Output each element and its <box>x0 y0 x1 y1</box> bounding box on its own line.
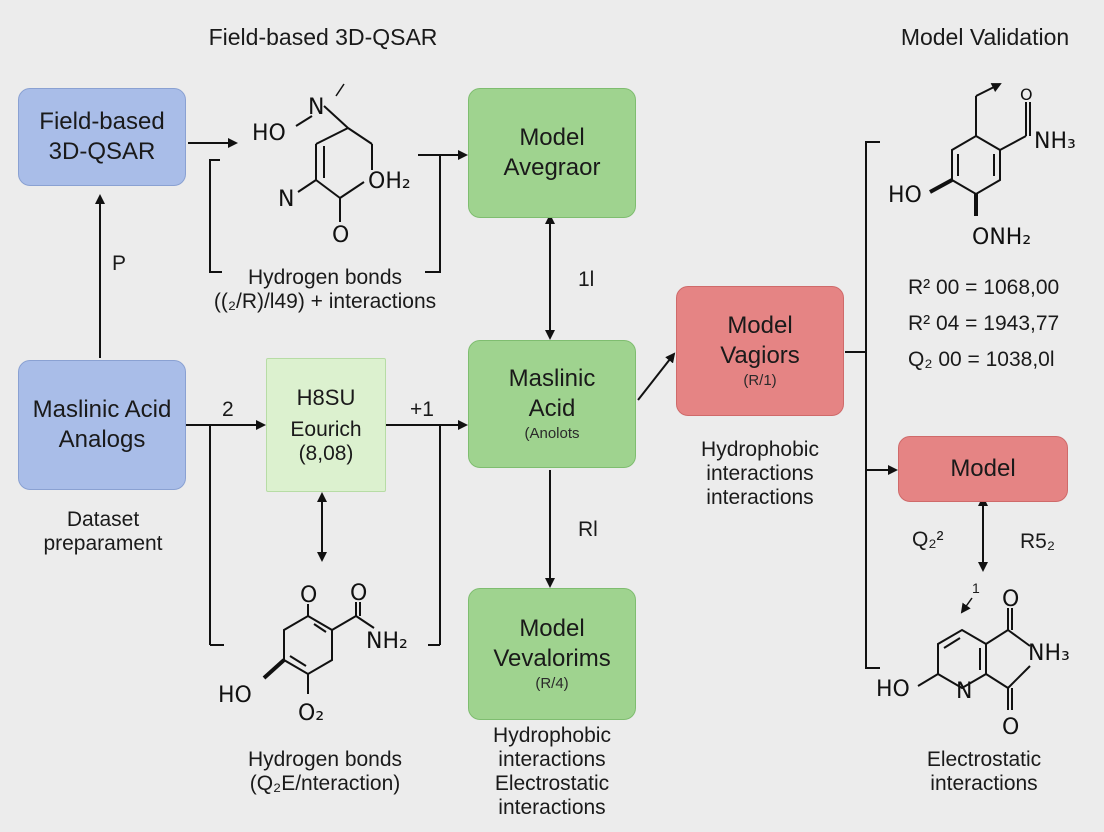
hbonds-bottom-line1: Hydrogen bonds <box>247 748 403 771</box>
vevalorims-line2: Vevalorims <box>493 645 611 672</box>
mol-bc-ho: HO <box>218 683 252 708</box>
hbonds-top-line1: Hydrogen bonds <box>247 266 403 289</box>
molecule-top-right: O NH₃ HO ONH₂ <box>888 83 1076 250</box>
field-based-box[interactable]: Field-based 3D-QSAR <box>18 88 186 186</box>
hydro-right-line3: interactions <box>706 486 814 509</box>
model-vevalorims-box[interactable]: Model Vevalorims (R/4) <box>468 588 636 720</box>
mol-bc-o-top: O <box>300 583 317 608</box>
h8su-box[interactable]: H8SU Eourich (8,08) <box>266 358 386 492</box>
mol-bc-o-right: O <box>350 582 367 606</box>
mol-tr-onh2: ONH₂ <box>972 225 1031 250</box>
hbonds-top-line2: ((₂/R)/l49) + interactions <box>213 290 437 313</box>
maslinic-center-sub: (Anolots <box>524 425 580 442</box>
model-avegraor-line2: Avegraor <box>503 154 601 181</box>
h8su-title: H8SU <box>296 385 356 410</box>
arrow-label-rl: Rl <box>578 518 598 541</box>
mol-tc-n-left: N <box>278 187 294 212</box>
header-right: Model Validation <box>900 24 1070 50</box>
mol-tr-nh3: NH₃ <box>1034 129 1076 154</box>
vevalorims-line1: Model <box>519 615 585 642</box>
stat-r2-04: R² 04 = 1943,77 <box>908 312 1060 335</box>
dataset-line2: preparament <box>43 532 163 555</box>
maslinic-acid-center-box[interactable]: Maslinic Acid (Anolots <box>468 340 636 468</box>
hydro-right-line1: Hydrophobic <box>701 438 819 461</box>
dataset-line1: Dataset <box>66 508 140 531</box>
maslinic-center-line1: Maslinic <box>508 365 596 392</box>
model-right-label: Model <box>950 455 1016 482</box>
mol-tr-ho: HO <box>888 183 922 208</box>
model-right-box[interactable]: Model <box>898 436 1068 502</box>
model-vagiors-box[interactable]: Model Vagiors (R/1) <box>676 286 844 416</box>
arrow-label-1l: 1l <box>578 268 595 291</box>
vagiors-line1: Model <box>727 312 793 339</box>
hbonds-bottom-line2: (Q₂E/nteraction) <box>249 772 401 795</box>
maslinic-analogs-box[interactable]: Maslinic Acid Analogs <box>18 360 186 490</box>
small-1-label: 1 <box>972 580 980 596</box>
maslinic-center-line2: Acid <box>528 395 576 422</box>
mol-tr-o: O <box>1020 85 1033 104</box>
molecule-bottom-right: O NH₃ HO N O <box>876 587 1070 740</box>
mol-bc-o2: O₂ <box>298 701 324 726</box>
stat-q2-00: Q₂ 00 = 1038,0l <box>908 348 1055 371</box>
field-based-line2: 3D-QSAR <box>48 138 156 165</box>
r52-label: R5₂ <box>1020 530 1055 553</box>
hydro-center-line4: interactions <box>498 796 606 819</box>
model-avegraor-line1: Model <box>519 124 585 151</box>
mol-br-nh3: NH₃ <box>1028 641 1070 666</box>
mol-tc-o: O <box>332 223 349 248</box>
hydro-center-line1: Hydrophobic <box>493 724 611 747</box>
mol-tc-ho: HO <box>252 121 286 146</box>
field-based-line1: Field-based <box>39 108 165 135</box>
stat-r2-00: R² 00 = 1068,00 <box>908 276 1060 299</box>
mol-br-n: N <box>956 679 972 704</box>
molecule-bottom-center: O O NH₂ HO O₂ <box>218 582 408 726</box>
molecule-top-center: HO N OH₂ N O <box>252 83 411 248</box>
hydro-center-line2: interactions <box>498 748 606 771</box>
mol-br-o-bottom: O <box>1002 715 1019 740</box>
mol-bc-nh2: NH₂ <box>366 629 408 654</box>
arrow-label-p: P <box>112 252 127 275</box>
mol-br-ho: HO <box>876 677 910 702</box>
maslinic-analogs-line1: Maslinic Acid <box>32 396 172 423</box>
arrow-label-2: 2 <box>222 398 234 421</box>
electro-right-line2: interactions <box>930 772 1038 795</box>
vagiors-sub: (R/1) <box>743 372 777 389</box>
h8su-line1: Eourich <box>290 418 362 441</box>
header-left: Field-based 3D-QSAR <box>208 24 438 50</box>
vevalorims-sub: (R/4) <box>535 675 569 692</box>
electro-right-line1: Electrostatic <box>926 748 1042 771</box>
arrow-label-plus1: +1 <box>410 398 434 421</box>
mol-tc-oh2: OH₂ <box>368 169 411 194</box>
mol-br-o-top: O <box>1002 587 1019 612</box>
maslinic-analogs-line2: Analogs <box>58 426 146 453</box>
h8su-line2: (8,08) <box>298 442 354 465</box>
hydro-right-line2: interactions <box>706 462 814 485</box>
q2-label: Q₂² <box>912 528 944 551</box>
model-avegraor-box[interactable]: Model Avegraor <box>468 88 636 218</box>
hydro-center-line3: Electrostatic <box>494 772 610 795</box>
vagiors-line2: Vagiors <box>720 342 800 369</box>
mol-tc-n-top: N <box>308 95 324 120</box>
